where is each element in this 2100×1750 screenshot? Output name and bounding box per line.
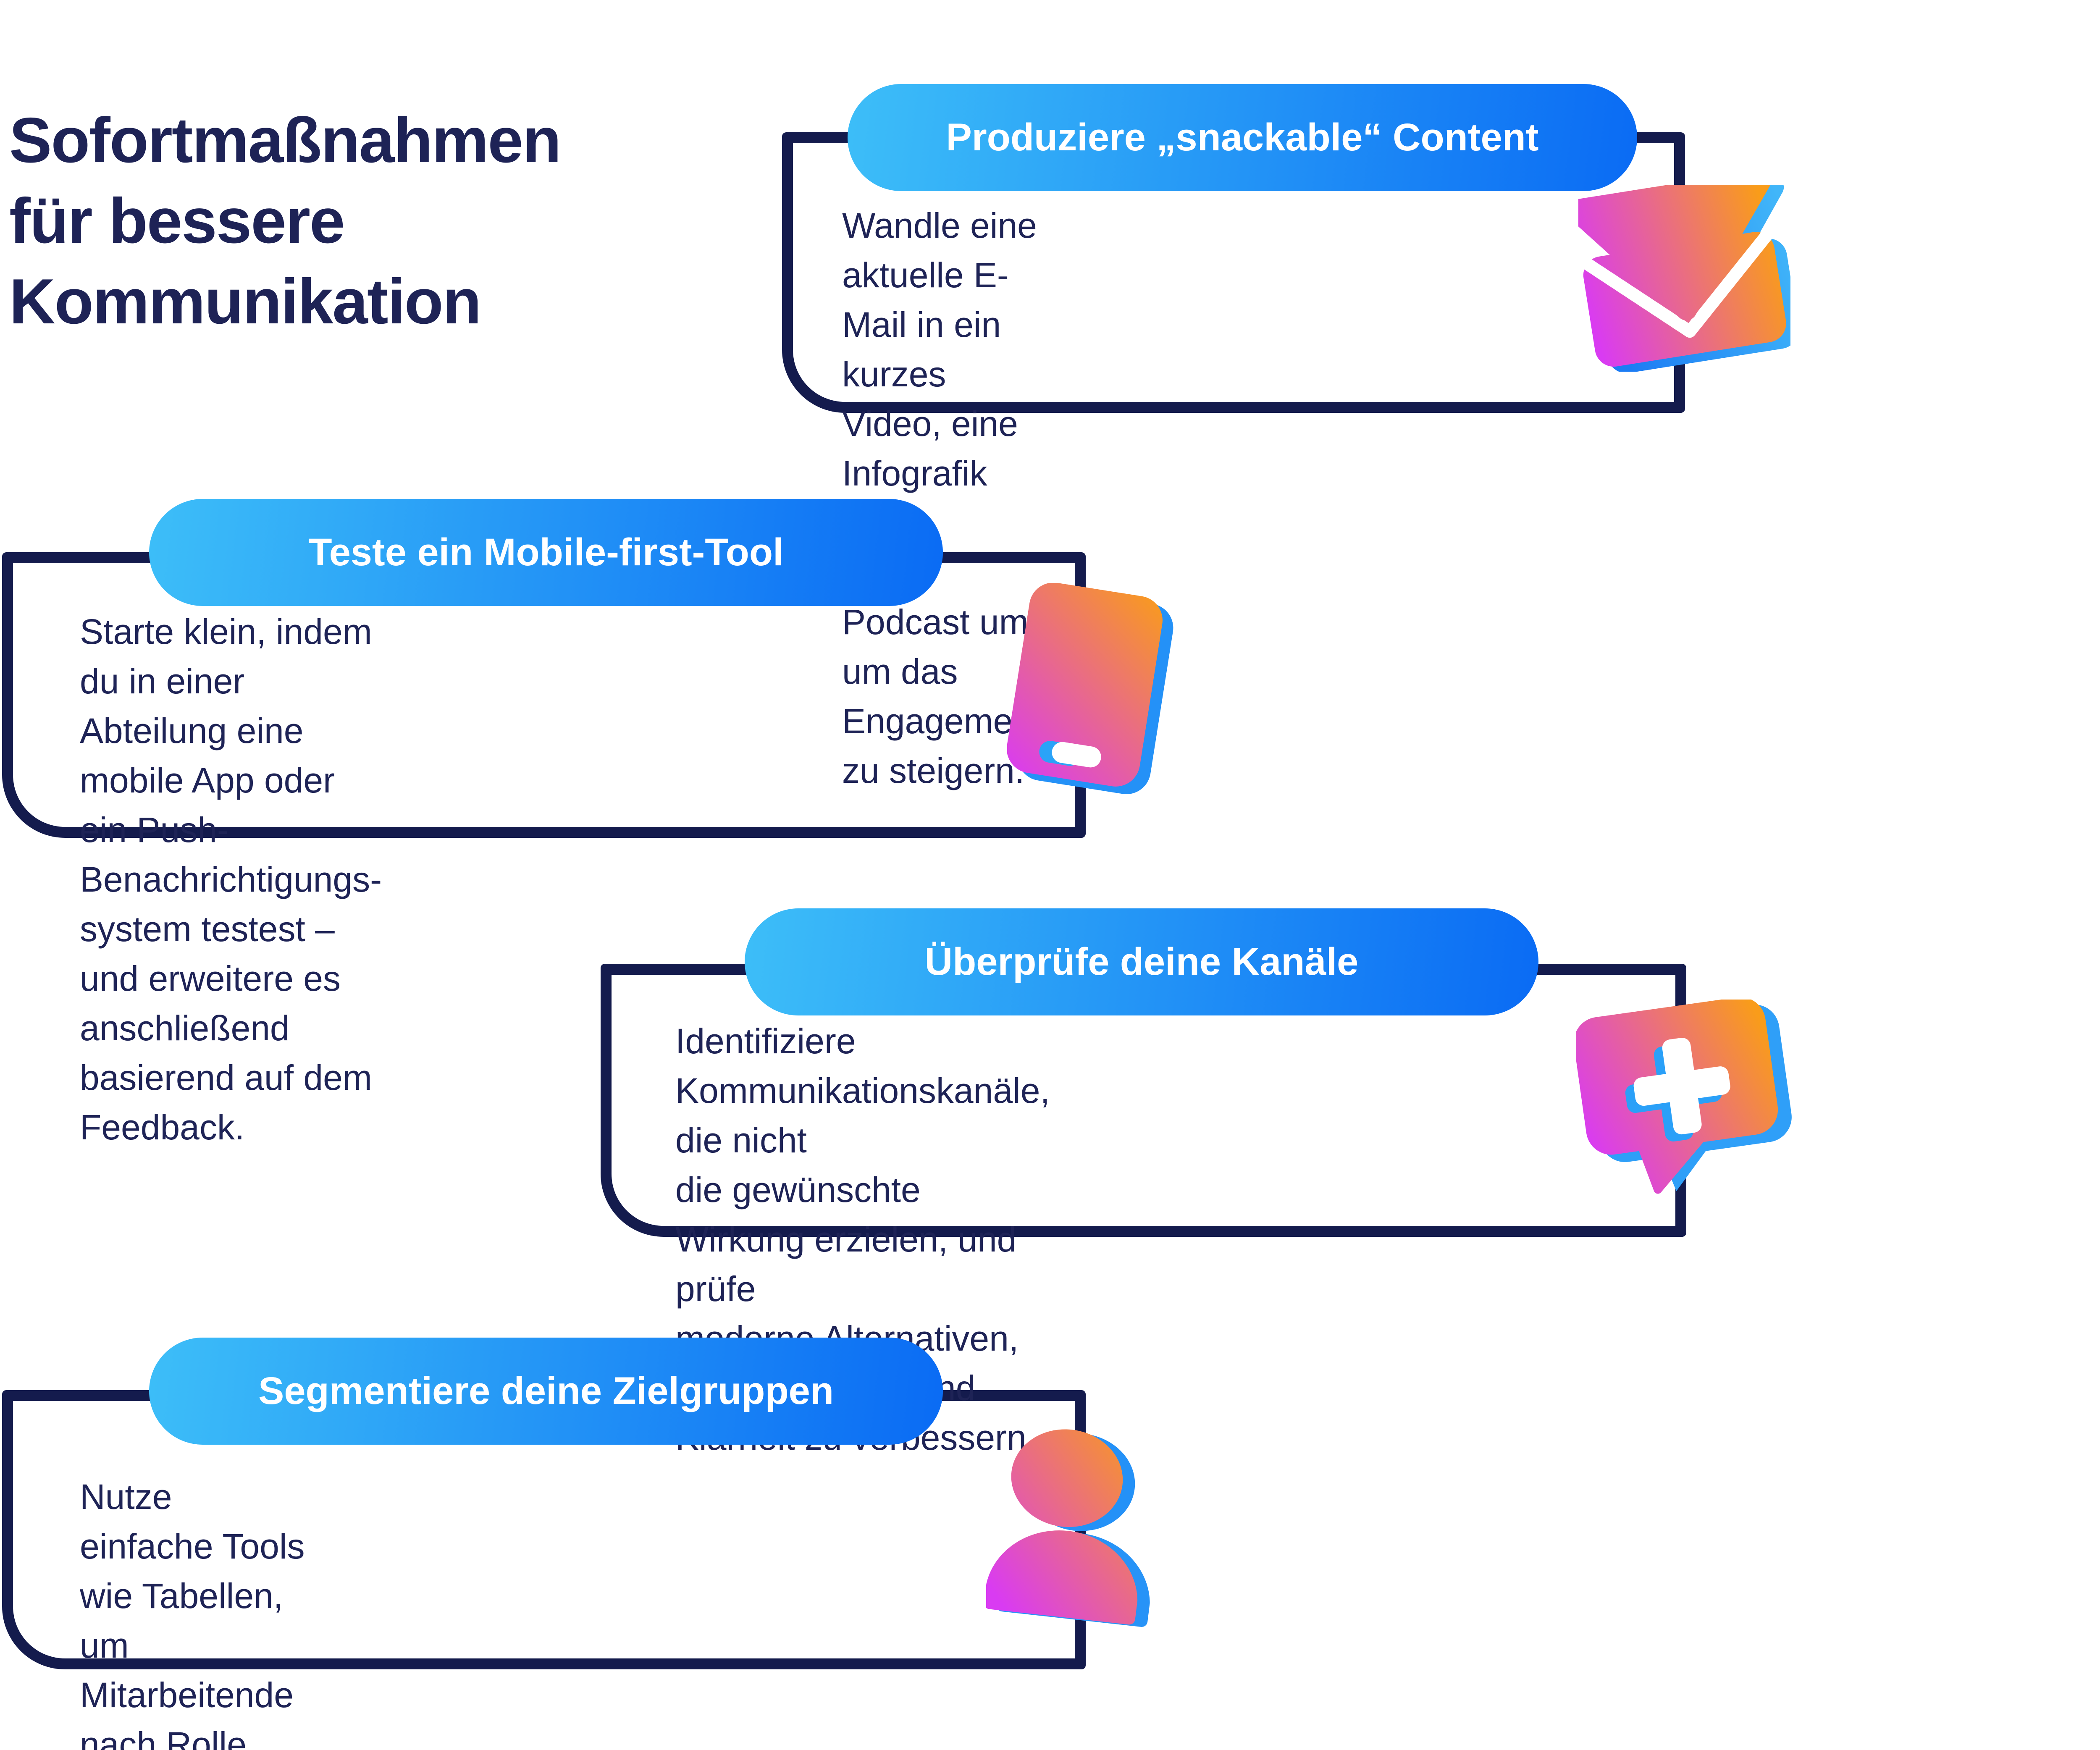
card-title: Teste ein Mobile-first-Tool bbox=[308, 531, 784, 574]
chat-plus-icon bbox=[1574, 997, 1792, 1203]
card-body-text: Nutze einfache Tools wie Tabellen, um Mi… bbox=[80, 1477, 305, 1750]
card-body-text: Wandle eine aktuelle E-Mail in ein kurze… bbox=[842, 206, 1042, 790]
card-body-text: Starte klein, indem du in einer Abteilun… bbox=[80, 612, 382, 1147]
card-title: Überprüfe deine Kanäle bbox=[924, 940, 1359, 983]
card-title: Produziere „snackable“ Content bbox=[946, 116, 1539, 159]
card-title-pill: Segmentiere deine Zielgruppen bbox=[149, 1338, 943, 1445]
person-icon bbox=[984, 1424, 1173, 1636]
page-title: Sofortmaßnahmen für bessere Kommunikatio… bbox=[9, 105, 562, 337]
smartphone-icon bbox=[1006, 582, 1188, 803]
card-title-pill: Überprüfe deine Kanäle bbox=[745, 908, 1538, 1015]
card-title-pill: Produziere „snackable“ Content bbox=[848, 84, 1637, 191]
mail-icon bbox=[1564, 170, 1799, 373]
card-title-pill: Teste ein Mobile-first-Tool bbox=[149, 499, 943, 606]
card-title: Segmentiere deine Zielgruppen bbox=[258, 1370, 834, 1412]
